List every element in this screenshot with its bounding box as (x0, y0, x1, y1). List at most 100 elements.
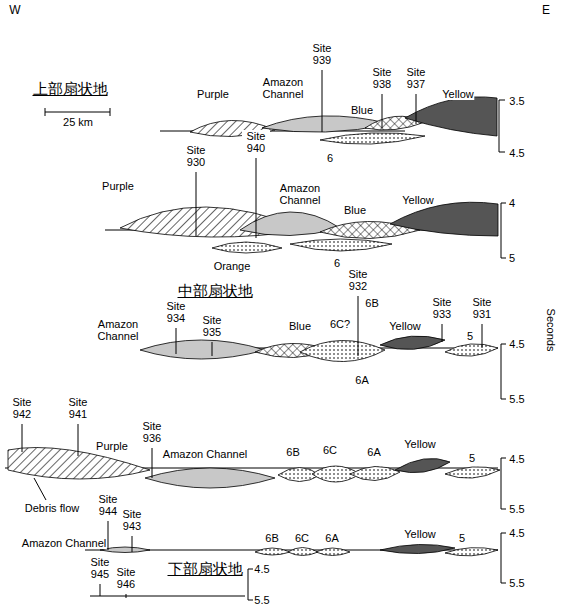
unit-5 (445, 467, 500, 478)
unit-6 (290, 239, 392, 251)
axis-value: 3.5 (508, 95, 525, 107)
baselines (5, 131, 498, 596)
axis-value: 5.5 (508, 503, 525, 515)
unit-label: Blue (350, 104, 374, 116)
site-line (22, 424, 152, 478)
axes (45, 100, 506, 600)
unit-6 (320, 133, 425, 144)
region-title: 上部扇状地 (32, 80, 109, 98)
direction: W (8, 4, 21, 16)
channel-unit (140, 340, 265, 359)
yellow-unit (405, 97, 497, 136)
site-label: Site 935 (198, 314, 226, 338)
site-label: Site 946 (112, 566, 140, 590)
leader-line (34, 478, 46, 500)
unit-number: 6 (326, 152, 334, 164)
unit-number: 6C? (329, 318, 351, 330)
orange-unit (212, 242, 282, 253)
unit-label: Amazon Channel (92, 318, 144, 342)
unit-label: Purple (196, 88, 230, 100)
axis-value: 4.5 (508, 338, 525, 350)
yellow-unit (380, 336, 445, 349)
yellow-unit (390, 202, 498, 236)
axis-value: 5 (508, 252, 516, 264)
unit-5 (445, 344, 498, 356)
site-label: Site 942 (8, 396, 36, 420)
unit-label: Orange (213, 260, 252, 272)
unit-6 (255, 548, 290, 555)
site-label: Site 936 (138, 420, 166, 444)
unit-number: 5 (468, 452, 476, 464)
unit-label: Purple (101, 180, 135, 192)
axis-value: 4 (508, 197, 516, 209)
direction: E (541, 4, 551, 16)
unit-label: Purple (95, 440, 129, 452)
axis-value: 5.5 (508, 393, 525, 405)
site-label: Site 938 (368, 66, 396, 90)
unit-5 (445, 548, 498, 556)
unit-number: 6C (322, 444, 338, 456)
site-label: Site 945 (86, 556, 114, 580)
unit-number: 6A (354, 374, 369, 386)
time-axis (248, 569, 253, 600)
units (8, 97, 500, 556)
purple-unit (8, 448, 150, 480)
axis-value: 4.5 (508, 147, 525, 159)
unit-number: 6B (364, 297, 379, 309)
axis-value: 4.5 (253, 563, 270, 575)
unit-number: 6A (366, 446, 381, 458)
unit-6 (350, 466, 400, 480)
scale-label: 25 km (62, 116, 94, 128)
site-label: Site 933 (428, 296, 456, 320)
unit-label: Amazon Channel (162, 448, 248, 460)
site-label: Site 940 (242, 130, 270, 154)
unit-label: Yellow (401, 194, 434, 206)
site-label: Site 930 (182, 144, 210, 168)
axis-title: Seconds (545, 308, 557, 353)
channel-unit (145, 468, 275, 488)
sea-floor (90, 596, 245, 597)
site-line (196, 158, 256, 238)
unit-number: 5 (466, 330, 474, 342)
site-label: Site 943 (118, 508, 146, 532)
time-axis (501, 344, 506, 399)
site-lines (22, 70, 482, 598)
time-axis (499, 100, 505, 152)
unit-label: Amazon Channel (21, 537, 107, 549)
axis-value: 5.5 (253, 594, 270, 606)
unit-number: 6 (333, 257, 341, 269)
unit-label: Amazon Channel (257, 76, 309, 100)
time-axis (501, 533, 506, 583)
callout-label: Debris flow (24, 502, 80, 514)
scale-bar (45, 108, 110, 116)
unit-label: Blue (343, 204, 367, 216)
unit-number: 5 (458, 532, 466, 544)
unit-label: Blue (288, 320, 312, 332)
unit-label: Yellow (403, 438, 436, 450)
axis-value: 4.5 (508, 527, 525, 539)
unit-number: 6A (324, 532, 339, 544)
site-label: Site 937 (402, 66, 430, 90)
unit-6 (288, 548, 318, 556)
site-label: Site 931 (468, 296, 496, 320)
region-title: 中部扇状地 (177, 282, 254, 300)
yellow-unit (380, 544, 455, 553)
unit-label: Yellow (441, 88, 474, 100)
site-label: Site 934 (162, 300, 190, 324)
site-label: Site 939 (308, 42, 336, 66)
unit-number: 6B (285, 446, 300, 458)
unit-6 (316, 548, 350, 556)
unit-6 (300, 340, 385, 361)
site-label: Site 941 (64, 396, 92, 420)
unit-number: 6B (264, 532, 279, 544)
axis-value: 4.5 (508, 453, 525, 465)
unit-label: Yellow (403, 528, 436, 540)
site-label: Site 932 (344, 268, 372, 292)
unit-number: 6C (294, 532, 310, 544)
site-line (176, 296, 482, 356)
time-axis (501, 458, 506, 509)
axis-value: 5.5 (508, 577, 525, 589)
unit-label: Amazon Channel (274, 182, 326, 206)
